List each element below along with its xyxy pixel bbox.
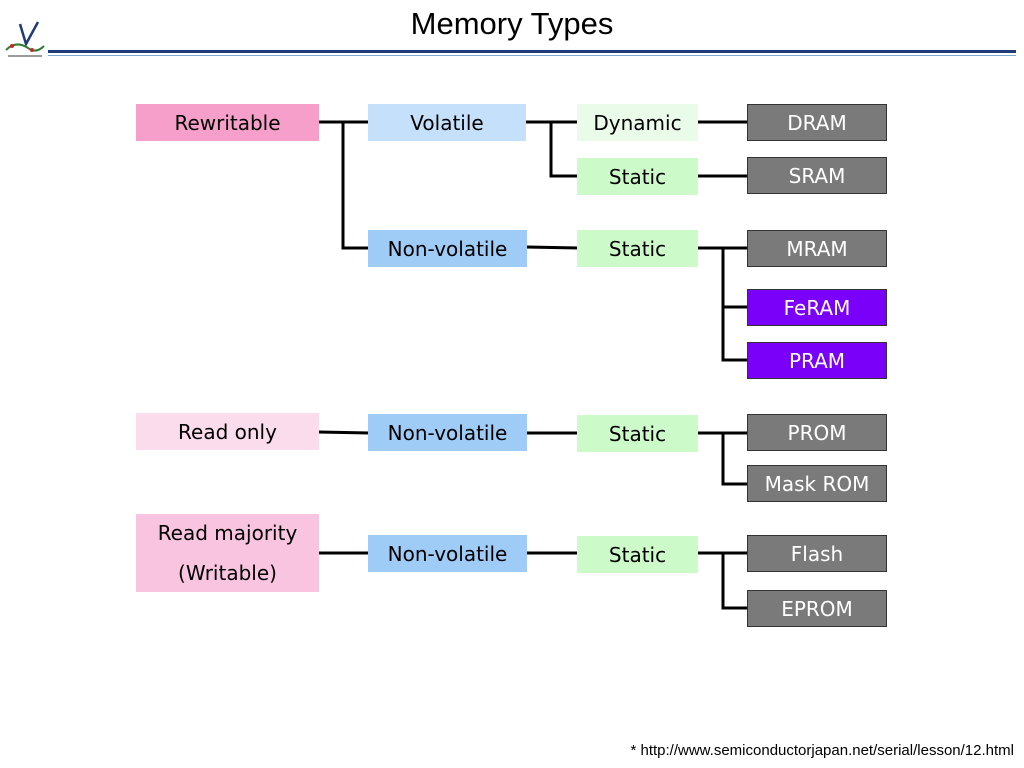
- node-static-volatile: Static: [577, 158, 698, 195]
- source-footnote: * http://www.semiconductorjapan.net/seri…: [630, 742, 1014, 759]
- node-pram: PRAM: [747, 342, 887, 379]
- node-mask-rom: Mask ROM: [747, 465, 887, 502]
- node-static-read-only: Static: [577, 415, 698, 452]
- node-dynamic: Dynamic: [577, 104, 698, 141]
- page-title: Memory Types: [410, 6, 614, 41]
- node-eprom: EPROM: [747, 590, 887, 627]
- node-dram: DRAM: [747, 104, 887, 141]
- node-volatile: Volatile: [368, 104, 526, 141]
- node-feram: FeRAM: [747, 289, 887, 326]
- node-sram: SRAM: [747, 157, 887, 194]
- header-divider-thin: [48, 55, 1016, 56]
- node-prom: PROM: [747, 414, 887, 451]
- node-nonvolatile-read-only: Non-volatile: [368, 414, 527, 451]
- node-nonvolatile-read-majority: Non-volatile: [368, 535, 527, 572]
- node-read-only: Read only: [136, 413, 319, 450]
- node-read-majority: Read majority (Writable): [136, 514, 319, 592]
- node-mram: MRAM: [747, 230, 887, 267]
- logo-icon: [2, 20, 46, 60]
- node-static-read-majority: Static: [577, 536, 698, 573]
- node-flash: Flash: [747, 535, 887, 572]
- header-divider: [48, 50, 1016, 53]
- node-nonvolatile-rewritable: Non-volatile: [368, 230, 527, 267]
- node-rewritable: Rewritable: [136, 104, 319, 141]
- node-static-nonvolatile: Static: [577, 230, 698, 267]
